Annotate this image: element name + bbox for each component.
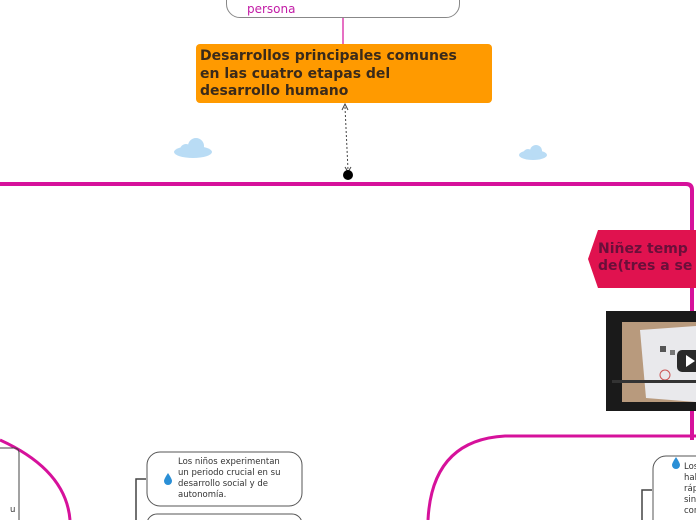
- note-line: cor: [684, 506, 696, 516]
- cloud-icon: [519, 145, 547, 160]
- note-left-text: u: [10, 505, 15, 516]
- central-topic[interactable]: Desarrollos principales comunes en las c…: [196, 44, 492, 103]
- arrow-up-icon: [341, 102, 349, 111]
- hub-dot: [343, 170, 353, 180]
- ribbon-label: Niñez temp de(tres a se: [598, 241, 692, 275]
- topic-label: persona: [247, 2, 296, 16]
- note-left-border: [0, 447, 20, 520]
- main-branch: [0, 182, 694, 440]
- play-icon[interactable]: [677, 350, 696, 372]
- central-topic-line: desarrollo humano: [200, 83, 349, 99]
- branch-left: [0, 438, 72, 520]
- note-line: u: [10, 505, 16, 515]
- note-line: Los niños experimentan: [178, 457, 280, 467]
- note-line: ráp: [684, 484, 696, 494]
- video-thumbnail[interactable]: [606, 311, 696, 411]
- note-line: hab: [684, 473, 696, 483]
- note-center-bracket: [135, 478, 146, 520]
- note-center[interactable]: [146, 451, 303, 507]
- ribbon-line: de(tres a se: [598, 258, 693, 274]
- note-center-next[interactable]: [147, 513, 302, 520]
- note-right-bracket: [641, 489, 652, 520]
- note-center-text: Los niños experimentan un periodo crucia…: [178, 457, 280, 501]
- note-line: sin: [684, 495, 696, 505]
- note-line: desarrollo social y de: [178, 479, 269, 489]
- note-line: autonomía.: [178, 490, 227, 500]
- topic-node-persona[interactable]: persona: [226, 0, 460, 18]
- central-topic-line: Desarrollos principales comunes: [200, 48, 457, 64]
- note-right[interactable]: [652, 455, 696, 520]
- cloud-icon: [174, 138, 212, 158]
- water-drop-icon: [164, 473, 172, 485]
- branch-right: [426, 434, 696, 520]
- note-right-text: Los hab ráp sin cor: [684, 462, 696, 517]
- note-line: un periodo crucial en su: [178, 468, 281, 478]
- central-topic-line: en las cuatro etapas del: [200, 65, 391, 82]
- ribbon-node[interactable]: [588, 230, 696, 288]
- connector-dashed: [344, 106, 349, 171]
- water-drop-icon: [672, 457, 680, 469]
- note-line: Los: [684, 462, 696, 472]
- ribbon-line: Niñez temp: [598, 241, 688, 257]
